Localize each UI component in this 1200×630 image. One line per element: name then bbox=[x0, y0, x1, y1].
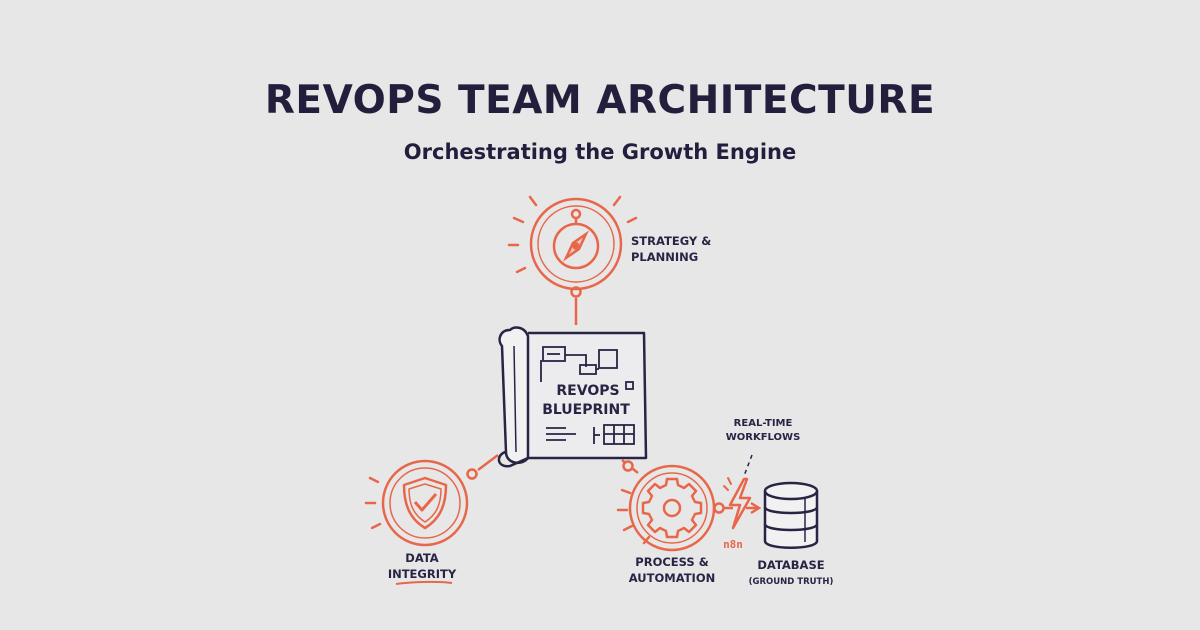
page-subtitle: Orchestrating the Growth Engine bbox=[403, 140, 797, 164]
workflows-label-line1: REAL-TIME bbox=[734, 418, 793, 429]
blueprint-label-line2: BLUEPRINT bbox=[542, 402, 630, 418]
gear-icon bbox=[641, 477, 703, 539]
data-integrity-label-line1: DATA bbox=[405, 551, 439, 565]
blueprint-node: REVOPS BLUEPRINT bbox=[497, 326, 648, 468]
blueprint-label-line1: REVOPS bbox=[556, 383, 619, 399]
compass-icon bbox=[552, 208, 600, 270]
process-node: PROCESS & AUTOMATION bbox=[616, 464, 716, 585]
process-dot-right bbox=[713, 502, 725, 514]
shield-check-icon bbox=[402, 476, 448, 530]
spark-rays bbox=[364, 476, 382, 530]
strategy-label-line2: PLANNING bbox=[631, 250, 698, 264]
page-title: REVOPS TEAM ARCHITECTURE bbox=[264, 78, 936, 123]
spark-rays bbox=[723, 477, 732, 491]
arrow-head-icon bbox=[750, 501, 762, 515]
lightning-icon bbox=[728, 477, 752, 530]
process-label-line1: PROCESS & bbox=[635, 555, 708, 569]
dashed-pointer bbox=[743, 454, 753, 477]
strategy-node: STRATEGY & PLANNING bbox=[507, 195, 711, 291]
workflows-node: REAL-TIME WORKFLOWS n8n bbox=[723, 418, 800, 551]
strategy-label-line1: STRATEGY & bbox=[631, 234, 711, 248]
data-integrity-node: DATA INTEGRITY bbox=[364, 459, 469, 585]
data-integrity-label-line2: INTEGRITY bbox=[388, 567, 457, 581]
database-label-line2: (GROUND TRUTH) bbox=[749, 577, 834, 587]
underline-accent bbox=[395, 580, 453, 585]
process-dot-top bbox=[622, 460, 634, 472]
connector-label: n8n bbox=[723, 538, 743, 551]
spark-rays bbox=[616, 488, 651, 545]
blueprint-integrity-line bbox=[477, 454, 499, 471]
blueprint-sketch bbox=[540, 346, 635, 445]
database-node: DATABASE (GROUND TRUTH) bbox=[749, 481, 834, 587]
process-label-line2: AUTOMATION bbox=[629, 571, 715, 585]
database-icon bbox=[763, 481, 819, 549]
integrity-dot bbox=[466, 468, 478, 480]
spark-rays bbox=[507, 195, 638, 274]
workflows-label-line2: WORKFLOWS bbox=[726, 432, 801, 443]
database-label-line1: DATABASE bbox=[757, 558, 824, 572]
